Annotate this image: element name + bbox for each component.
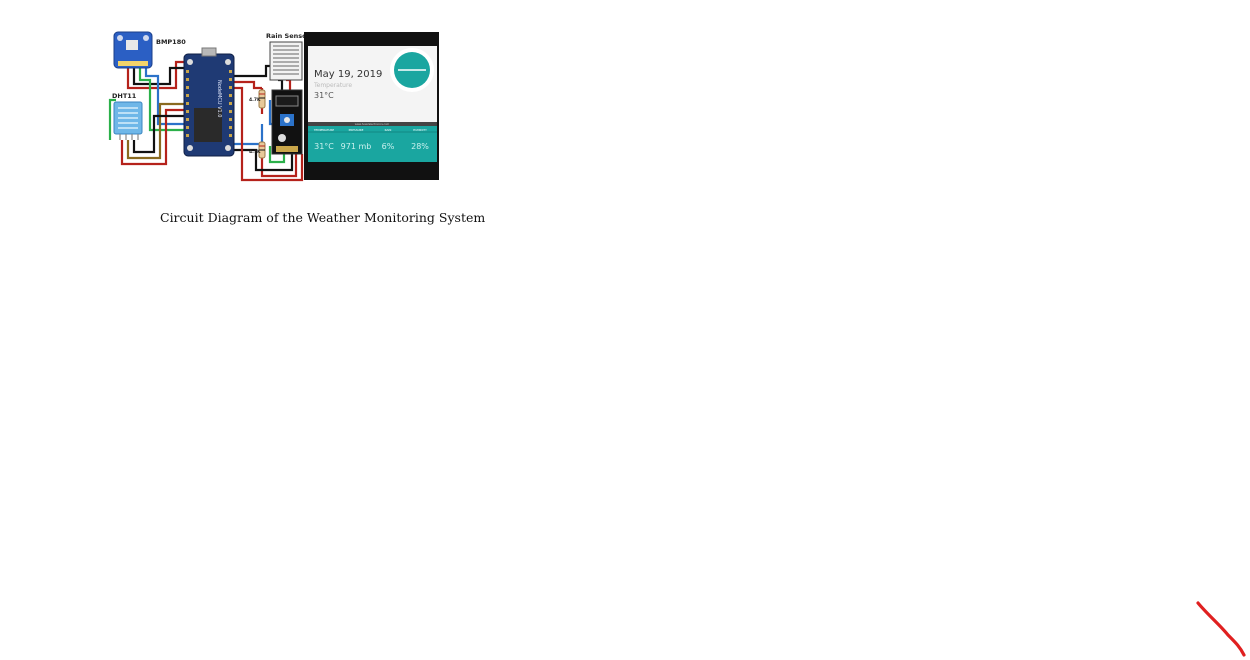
nodemcu-label: NodeMCU V1.0	[216, 80, 222, 117]
red-pen-annotation	[1196, 601, 1246, 657]
dashboard-date: May 19, 2019	[314, 69, 382, 80]
resistor-bottom	[258, 141, 266, 159]
dht11-sensor	[113, 101, 143, 140]
col-value-humidity: 28%	[411, 142, 429, 151]
col-value-rain: 6%	[382, 142, 395, 151]
rain-sensor-plate	[269, 41, 303, 81]
rain-sensor-label: Rain Sensor	[266, 32, 311, 40]
wiring	[108, 60, 304, 182]
resistor-top	[258, 89, 266, 109]
bmp180-module	[113, 31, 153, 69]
nodemcu-board	[183, 47, 235, 157]
dashboard-screenshot	[304, 32, 439, 180]
resistor-bottom-label: 4.7K	[249, 149, 261, 155]
dashboard-url: www.how2electronics.com	[355, 122, 390, 126]
col-header-humidity: HUMIDITY	[413, 128, 427, 132]
dashboard-metric-label: Temperature	[313, 82, 352, 89]
rain-module-board	[271, 89, 303, 155]
bmp180-label: BMP180	[156, 38, 186, 46]
col-value-temperature: 31°C	[314, 142, 334, 151]
col-header-rain: RAIN	[385, 128, 392, 132]
gauge-widget	[390, 48, 434, 92]
resistor-top-label: 4.7K	[249, 97, 261, 103]
figure-caption: Circuit Diagram of the Weather Monitorin…	[160, 210, 486, 225]
dht11-label: DHT11	[112, 92, 137, 100]
circuit-diagram-figure: BMP180 DHT11 NodeMCU V1.0	[106, 28, 446, 184]
col-header-pressure: PRESSURE	[349, 128, 364, 132]
dashboard-metric-value: 31°C	[314, 91, 334, 100]
col-header-temperature: TEMPERATURE	[313, 128, 335, 132]
col-value-pressure: 971 mb	[341, 142, 372, 151]
